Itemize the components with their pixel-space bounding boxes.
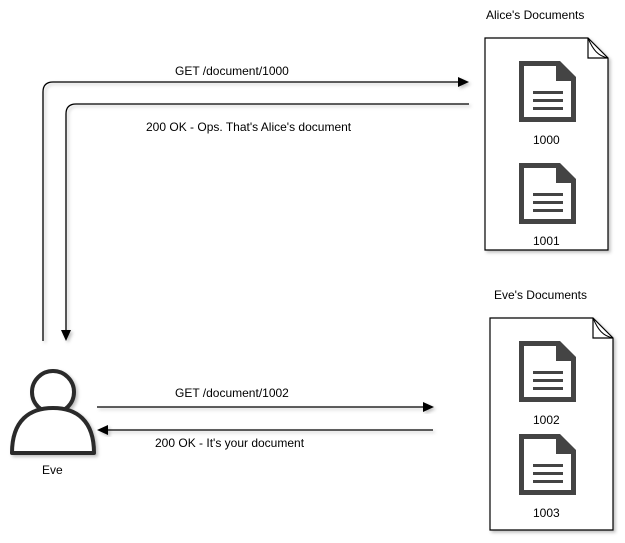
document-label-1003: 1003 bbox=[533, 506, 560, 520]
label-response-eve-document: 200 OK - It's your document bbox=[155, 436, 305, 450]
document-icon-1000 bbox=[519, 61, 576, 122]
arrow-get-alice-document bbox=[42, 77, 469, 341]
document-label-1000: 1000 bbox=[533, 133, 560, 147]
document-label-1001: 1001 bbox=[533, 234, 560, 248]
eve-documents-title: Eve's Documents bbox=[494, 288, 587, 302]
label-get-alice-document: GET /document/1000 bbox=[175, 64, 289, 78]
label-get-eve-document: GET /document/1002 bbox=[175, 386, 289, 400]
arrow-response-eve-document bbox=[97, 425, 433, 435]
label-response-alice-document: 200 OK - Ops. That's Alice's document bbox=[146, 120, 352, 134]
actor-name: Eve bbox=[42, 463, 63, 477]
alice-documents-title: Alice's Documents bbox=[486, 8, 585, 22]
alice-documents-box bbox=[484, 37, 609, 251]
document-icon-1001 bbox=[519, 163, 576, 224]
document-icon-1002 bbox=[519, 341, 576, 402]
user-icon bbox=[10, 369, 96, 455]
document-icon-1003 bbox=[519, 434, 576, 495]
arrow-get-eve-document bbox=[97, 402, 434, 412]
document-label-1002: 1002 bbox=[533, 413, 560, 427]
arrow-response-alice-document bbox=[61, 103, 469, 341]
